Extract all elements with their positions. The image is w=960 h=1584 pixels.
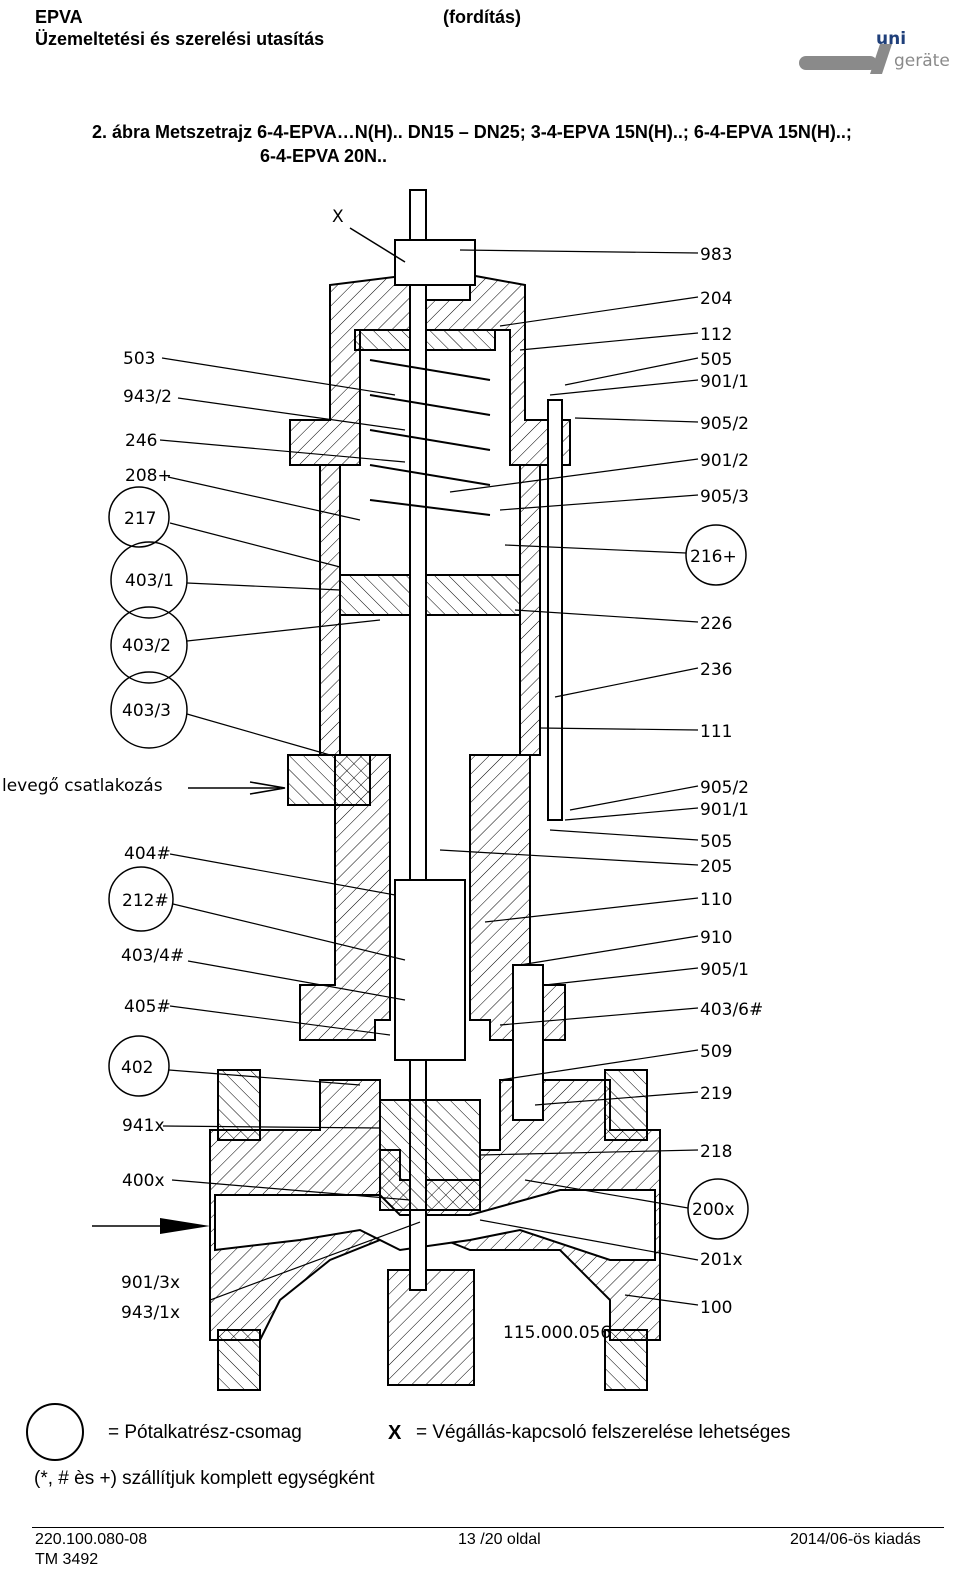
logo-text-main: uni bbox=[876, 29, 906, 49]
footer-page-number: 13 /20 oldal bbox=[458, 1531, 541, 1548]
x-marker-group: X bbox=[332, 207, 406, 263]
part-label: 905/1 bbox=[700, 960, 749, 980]
left-part-labels: 503 943/2 246 208+ 217 403/1 403/2 403/3… bbox=[121, 349, 184, 1323]
drawing-number: 115.000.056 bbox=[503, 1323, 611, 1343]
part-label: 201x bbox=[700, 1250, 743, 1270]
valve-body-group bbox=[209, 189, 661, 1391]
left-flange-top bbox=[217, 1069, 261, 1141]
part-label: 901/1 bbox=[700, 800, 749, 820]
part-label: 208+ bbox=[125, 466, 172, 486]
part-label: 404# bbox=[124, 844, 171, 864]
limit-switch-bracket bbox=[394, 239, 476, 286]
air-connection-label: levegő csatlakozás bbox=[2, 776, 163, 796]
valve-cross-section-drawing: X 503 943/2 24 bbox=[2, 189, 763, 1391]
actuator-housing-left bbox=[319, 464, 341, 756]
part-label: 941x bbox=[122, 1116, 165, 1136]
footer-edition: 2014/06-ös kiadás bbox=[790, 1531, 921, 1548]
actuator-top-cover bbox=[289, 273, 571, 466]
part-label: 943/2 bbox=[123, 387, 172, 407]
part-label: 246 bbox=[125, 431, 157, 451]
document-title: EPVA bbox=[35, 7, 83, 27]
part-label: 910 bbox=[700, 928, 732, 948]
part-label: 218 bbox=[700, 1142, 732, 1162]
part-label: 503 bbox=[123, 349, 155, 369]
caption-line-2: 6-4-EPVA 20N.. bbox=[260, 146, 388, 166]
part-label: 200x bbox=[692, 1200, 735, 1220]
bottom-drain-block bbox=[387, 1269, 475, 1386]
part-label: 905/2 bbox=[700, 778, 749, 798]
delivery-note: (*, # ès +) szállítjuk komplett egységké… bbox=[34, 1468, 375, 1489]
part-label: 400x bbox=[122, 1171, 165, 1191]
circled-label-rings bbox=[108, 486, 749, 1240]
part-label: 403/3 bbox=[122, 701, 171, 721]
yoke bbox=[299, 754, 391, 1041]
part-label: 405# bbox=[124, 997, 171, 1017]
part-label: 100 bbox=[700, 1298, 732, 1318]
part-label: 905/2 bbox=[700, 414, 749, 434]
spare-part-kit-symbol bbox=[26, 1403, 84, 1461]
footer-divider bbox=[32, 1527, 944, 1528]
part-label: 901/2 bbox=[700, 451, 749, 471]
figure-caption: 2. ábra Metszetrajz 6-4-EPVA…N(H).. DN15… bbox=[92, 120, 942, 168]
part-label: 905/3 bbox=[700, 487, 749, 507]
part-label: 403/4# bbox=[121, 946, 184, 966]
plug bbox=[379, 1099, 481, 1211]
x-symbol: X bbox=[388, 1422, 402, 1444]
part-label: 226 bbox=[700, 614, 732, 634]
footer-tm-number: TM 3492 bbox=[35, 1551, 99, 1568]
leader-lines bbox=[159, 249, 699, 1306]
part-label: 901/3x bbox=[121, 1273, 180, 1293]
caption-line-1: 2. ábra Metszetrajz 6-4-EPVA…N(H).. DN15… bbox=[92, 122, 852, 142]
part-label: 111 bbox=[700, 722, 732, 742]
part-label: 219 bbox=[700, 1084, 732, 1104]
part-label: 901/1 bbox=[700, 372, 749, 392]
part-label: 983 bbox=[700, 245, 732, 265]
part-label: 216+ bbox=[690, 547, 737, 567]
part-label: 217 bbox=[124, 509, 156, 529]
logo-accent bbox=[870, 44, 892, 74]
part-label: 402 bbox=[121, 1058, 153, 1078]
left-flange-bottom bbox=[217, 1329, 261, 1391]
part-label: 505 bbox=[700, 350, 732, 370]
translation-note: (fordítás) bbox=[443, 7, 521, 27]
part-label: 509 bbox=[700, 1042, 732, 1062]
logo-text-sub: geräte bbox=[894, 51, 950, 71]
part-label: 505 bbox=[700, 832, 732, 852]
footer-doc-number: 220.100.080-08 bbox=[35, 1531, 148, 1548]
part-label: 205 bbox=[700, 857, 732, 877]
right-flange-top bbox=[604, 1069, 648, 1141]
logo-swoosh bbox=[799, 56, 877, 70]
x-marker: X bbox=[332, 207, 344, 227]
part-label: 943/1x bbox=[121, 1303, 180, 1323]
uni-geraete-logo: uni geräte bbox=[799, 29, 950, 74]
stem-guide bbox=[394, 879, 466, 1061]
part-label: 236 bbox=[700, 660, 732, 680]
flow-arrow bbox=[92, 1218, 210, 1234]
yoke-right bbox=[469, 754, 566, 1041]
part-label: 212# bbox=[122, 891, 169, 911]
tie-rod bbox=[547, 399, 563, 821]
part-label: 112 bbox=[700, 325, 732, 345]
spring bbox=[369, 359, 491, 516]
document-subtitle: Üzemeltetési és szerelési utasítás bbox=[35, 29, 325, 49]
right-flange-bottom bbox=[604, 1329, 648, 1391]
part-label: 403/2 bbox=[122, 636, 171, 656]
piston bbox=[339, 574, 521, 616]
right-part-labels: 983 204 112 505 901/1 905/2 901/2 905/3 … bbox=[690, 245, 763, 1318]
spare-part-kit-legend: = Pótalkatrész-csomag bbox=[108, 1422, 302, 1443]
part-label: 403/1 bbox=[125, 571, 174, 591]
part-label: 110 bbox=[700, 890, 732, 910]
part-label: 204 bbox=[700, 289, 732, 309]
air-connection-boss bbox=[287, 754, 371, 806]
air-connection-arrow bbox=[188, 781, 286, 795]
side-bolt bbox=[512, 964, 544, 1121]
part-label: 403/6# bbox=[700, 1000, 763, 1020]
x-legend: = Végállás-kapcsoló felszerelése lehetsé… bbox=[416, 1422, 791, 1443]
